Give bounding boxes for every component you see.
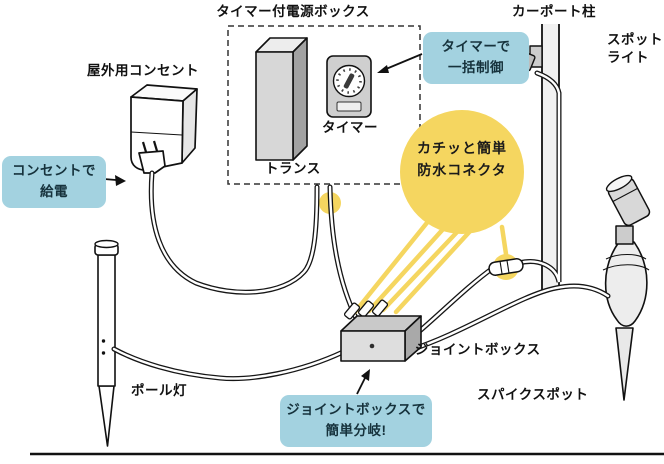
label-carport-pillar: カーポート柱 <box>512 4 596 19</box>
carport-pillar-shape <box>541 24 560 290</box>
cable-outlet-cord <box>148 170 320 295</box>
waterproof-connector <box>488 258 524 276</box>
label-pole-light: ポール灯 <box>131 383 187 398</box>
spike-spotlight-shape <box>602 174 651 401</box>
cables <box>111 70 611 382</box>
cable-connector-to-carport-spotlight <box>516 70 562 283</box>
callout-pointer-arrows <box>103 53 423 395</box>
callout-outlet-power: コンセントで 給電 <box>2 156 106 208</box>
power-box-dashed-outline <box>227 25 421 185</box>
callout-joint-branch-line2: 簡単分岐! <box>325 422 387 438</box>
pole-light-shape <box>94 239 119 447</box>
waterproof-highlight <box>352 110 524 315</box>
callout-waterproof-line1: カチッと簡単 <box>417 140 507 156</box>
label-spotlight-line1: スポット <box>607 32 663 47</box>
callout-waterproof: カチッと簡単 防水コネクタ <box>392 137 532 182</box>
label-spotlight: スポット ライト <box>607 31 663 66</box>
cable-jointbox-to-polelight <box>111 346 346 382</box>
label-power-box: タイマー付電源ボックス <box>216 4 370 19</box>
callout-timer-control-line1: タイマーで <box>441 39 511 54</box>
arrow-outlet-callout <box>103 175 126 186</box>
callout-timer-control-line2: 一括制御 <box>448 59 504 75</box>
highlight-circle <box>400 110 524 234</box>
callout-joint-branch-line1: ジョイントボックスで <box>286 402 426 417</box>
arrow-timer-callout <box>377 53 423 73</box>
joint-box-shape <box>340 299 422 362</box>
label-joint-box: ジョイントボックス <box>415 342 541 357</box>
joint-box-stubs <box>343 299 389 320</box>
callout-joint-branch: ジョイントボックスで 簡単分岐! <box>280 395 432 447</box>
label-transformer: トランス <box>265 161 321 176</box>
power-plug <box>138 140 166 174</box>
transformer-unit <box>255 37 308 161</box>
timer-device <box>326 55 372 118</box>
label-outdoor-outlet: 屋外用コンセント <box>87 63 199 78</box>
label-spotlight-line2: ライト <box>607 49 649 65</box>
callout-outlet-power-line1: コンセントで <box>12 163 96 178</box>
callout-outlet-power-line2: 給電 <box>40 183 68 199</box>
callout-waterproof-line2: 防水コネクタ <box>417 162 507 179</box>
arrow-joint-callout <box>356 369 370 395</box>
callout-timer-control: タイマーで 一括制御 <box>423 32 529 84</box>
spike-spotlight-head <box>605 174 651 227</box>
label-timer: タイマー <box>322 120 378 135</box>
cable-jointbox-to-spikespot <box>407 283 611 353</box>
label-spike-spot: スパイクスポット <box>477 387 589 402</box>
